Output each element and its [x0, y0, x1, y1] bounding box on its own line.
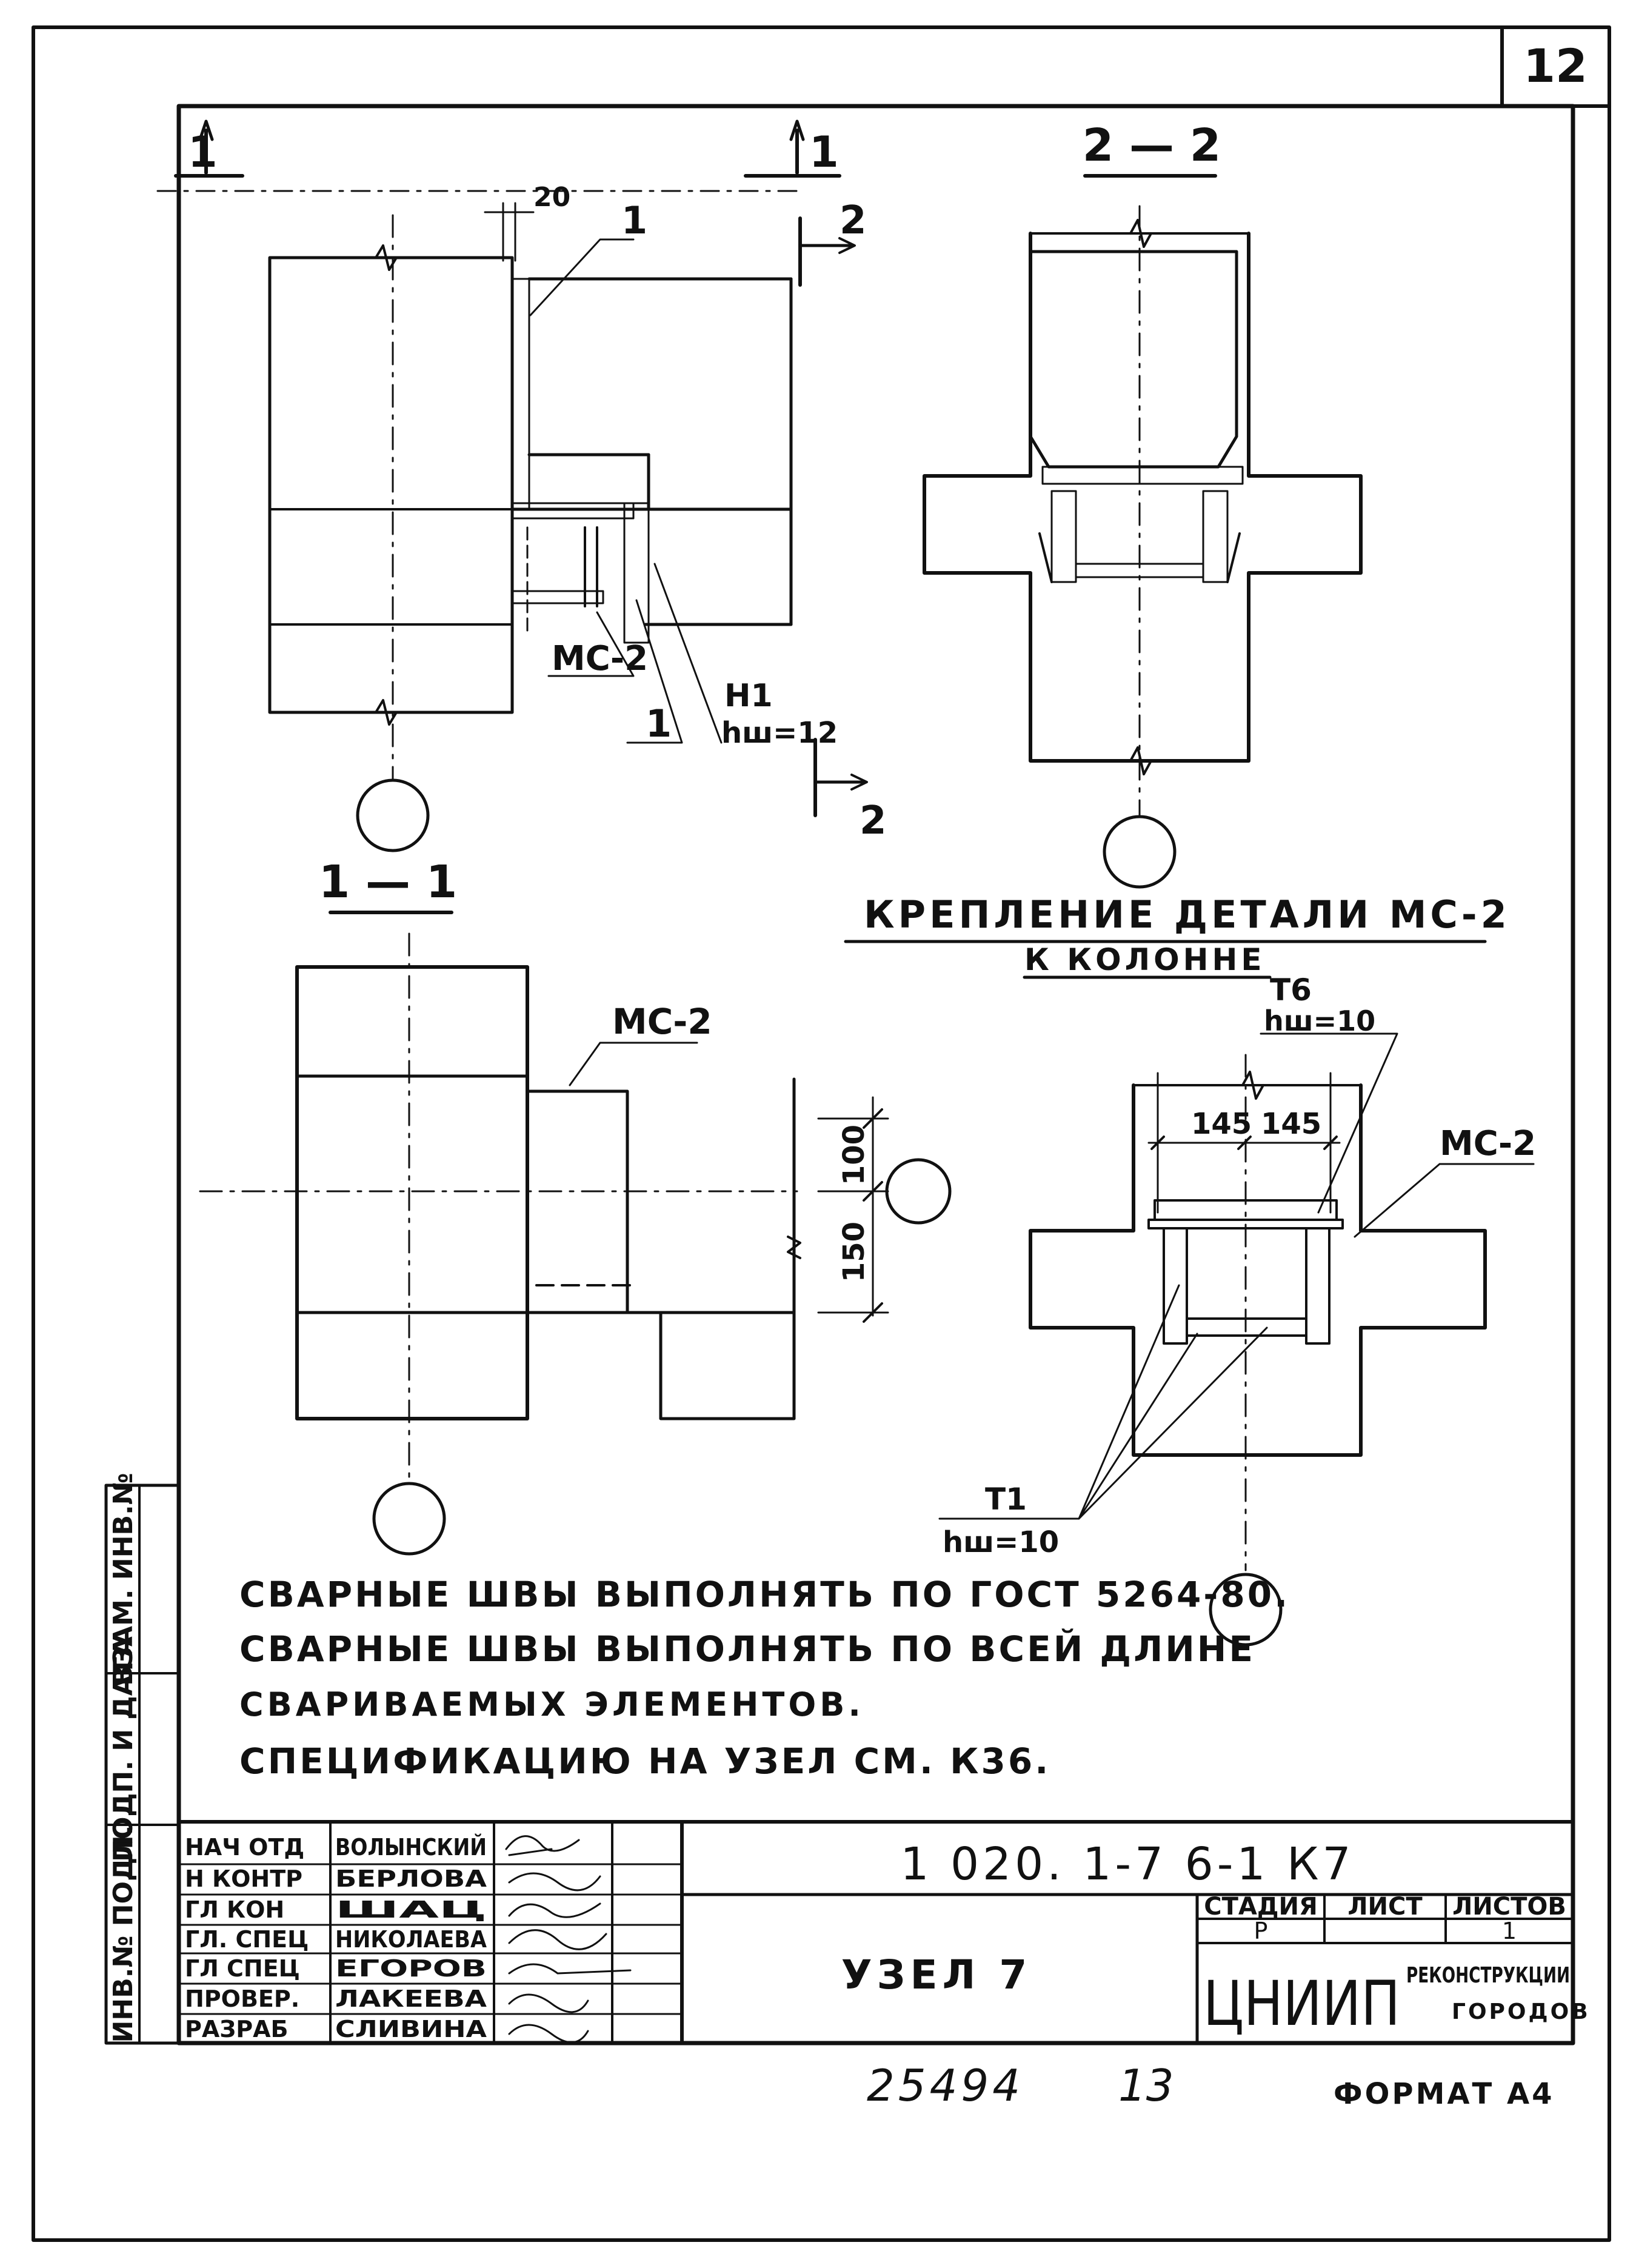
weld-t6-label: Т6	[1270, 972, 1312, 1008]
section-mark-2-top-label: 2	[840, 198, 867, 243]
side-stamp-box-3: ИНВ.№ ПОДЛ.	[108, 1825, 139, 2043]
dim-145-left-label: 145	[1191, 1107, 1252, 1141]
signatures	[505, 1835, 632, 2044]
note-line-1: СВАРНЫЕ ШВЫ ВЫПОЛНЯТЬ ПО ГОСТ 5264-80.	[239, 1574, 1290, 1615]
signer-role: Н КОНТР	[185, 1865, 302, 1892]
axis-bubble-section-2-2	[1103, 815, 1177, 889]
side-stamp-box-2: ПОДП. И ДАТА	[108, 1636, 139, 1862]
signer-name: БЕРЛОВА	[335, 1865, 487, 1892]
section-mark-2-bottom	[813, 738, 868, 817]
format-label: ФОРМАТ А4	[1334, 2077, 1555, 2111]
signer-role: ПРОВЕР.	[185, 1985, 299, 2012]
note-line-2: СВАРНЫЕ ШВЫ ВЫПОЛНЯТЬ ПО ВСЕЙ ДЛИНЕ	[239, 1628, 1255, 1670]
org-name: ЦНИИП	[1203, 1968, 1400, 2040]
signer-name: НИКОЛАЕВА	[335, 1926, 487, 1953]
sheet-frame	[32, 25, 1611, 2242]
position-1-bottom-label: 1	[646, 701, 672, 746]
note-line-4: СПЕЦИФИКАЦИЮ НА УЗЕЛ СМ. К36.	[239, 1741, 1050, 1782]
axis-bubble-section-1-1	[372, 1482, 446, 1556]
dim-100-label: 100	[837, 1125, 871, 1185]
page-number: 12	[1523, 39, 1588, 93]
axis-bubble-section-1-1-right	[885, 1158, 952, 1225]
dim-20-label: 20	[533, 182, 570, 213]
weld-h1-label: Н1	[724, 678, 773, 714]
weld-h1-size-label: hш=12	[721, 716, 838, 750]
section-mark-2-bottom-label: 2	[860, 798, 887, 843]
mc2-elevation-label: МС-2	[552, 639, 648, 678]
title-block-frame	[177, 1820, 1575, 2045]
sheets-value: 1	[1502, 1918, 1517, 1944]
mc2-plan-label: МС-2	[1440, 1124, 1536, 1163]
section-1-1-view	[199, 932, 952, 1556]
signer-name: ЕГОРОВ	[335, 1955, 487, 1982]
weld-t1-size-label: hш=10	[943, 1525, 1059, 1559]
section-2-2-title: 2 — 2	[1083, 119, 1221, 172]
side-stamp-box-1: ВЗАМ. ИНВ.№	[108, 1473, 139, 1686]
weld-t6-size-label: hш=10	[1264, 1005, 1375, 1037]
signer-role: РАЗРАБ	[185, 2016, 288, 2042]
signer-role: НАЧ ОТД	[185, 1834, 304, 1861]
side-stamp	[104, 1484, 181, 2045]
stage-value: Р	[1254, 1918, 1268, 1944]
section-mark-2-top	[798, 216, 856, 287]
fastening-title-line1: КРЕПЛЕНИЕ ДЕТАЛИ МС-2	[864, 892, 1511, 937]
drawing-title: УЗЕЛ 7	[841, 1952, 1032, 1998]
fastening-title-line2: К КОЛОННЕ	[1024, 942, 1266, 977]
inventory-number: 25494	[867, 2060, 1024, 2111]
section-1-1-title: 1 — 1	[319, 856, 458, 908]
elevation-view: 1 1	[156, 119, 887, 852]
signer-role: ГЛ. СПЕЦ	[185, 1926, 309, 1953]
section-mark-1-right-label: 1	[809, 127, 839, 177]
position-1-top-label: 1	[621, 198, 647, 243]
signer-name: ЛАКЕЕВА	[335, 1985, 487, 2012]
signer-name: ВОЛЫНСКИЙ	[335, 1834, 487, 1861]
signer-name: ШАЦ	[335, 1896, 487, 1923]
sheets-header: ЛИСТОВ	[1452, 1893, 1566, 1921]
weld-t1-label: Т1	[985, 1482, 1027, 1517]
axis-bubble-elevation	[356, 778, 430, 852]
signer-role: ГЛ КОН	[185, 1896, 284, 1923]
section-mark-1-left	[174, 119, 244, 178]
dim-150-label: 150	[837, 1222, 871, 1282]
copy-number: 13	[1118, 2060, 1174, 2111]
axis-bubble-plan	[1209, 1573, 1283, 1647]
section-mark-1-right	[744, 119, 841, 178]
doc-code: 1 020. 1-7 6-1 К7	[900, 1838, 1354, 1890]
section-2-2-view	[923, 205, 1363, 889]
org-detail-1: РЕКОНСТРУКЦИИ	[1406, 1963, 1570, 1988]
signer-role: ГЛ СПЕЦ	[185, 1955, 300, 1982]
mc2-section-label: МС-2	[612, 1001, 712, 1042]
signer-rows: НАЧ ОТД ВОЛЫНСКИЙ Н КОНТР БЕРЛОВА ГЛ КОН ШАЦ Г…	[185, 1834, 487, 2042]
fastening-plan-view	[938, 1032, 1535, 1647]
org-detail-2: ГОРОДОВ	[1452, 1999, 1591, 2024]
dim-145-right-label: 145	[1261, 1107, 1321, 1141]
stage-header: СТАДИЯ	[1204, 1893, 1318, 1921]
sheet-header: ЛИСТ	[1347, 1893, 1423, 1921]
note-line-3: СВАРИВАЕМЫХ ЭЛЕМЕНТОВ.	[239, 1685, 864, 1724]
section-mark-1-left-label: 1	[188, 127, 218, 177]
signer-name: СЛИВИНА	[335, 2016, 487, 2042]
